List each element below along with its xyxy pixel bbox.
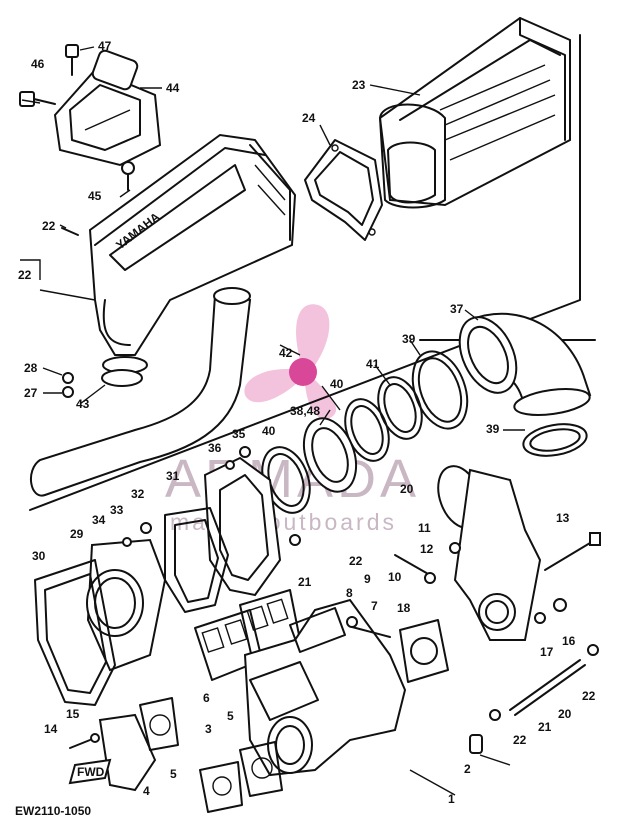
- callout-22-bottom: 22: [513, 733, 527, 747]
- callout-14: 14: [44, 722, 58, 736]
- callout-10: 10: [388, 570, 402, 584]
- callout-12: 12: [420, 542, 434, 556]
- part-42-hose: [29, 287, 252, 497]
- part-3-gasket: [199, 761, 243, 813]
- callout-21: 21: [538, 720, 552, 734]
- fwd-arrow-icon: [68, 758, 112, 785]
- part-27-28-fittings: [62, 372, 74, 398]
- part-38-joint: [302, 417, 358, 493]
- part-13-bolt: [544, 532, 601, 571]
- part-25-muffler-box: [378, 16, 571, 209]
- part-1-exhaust-manifold: [243, 598, 407, 777]
- callout-20: 20: [558, 707, 572, 721]
- callout-1: 1: [448, 792, 455, 806]
- part-5-gasket-b: [239, 741, 283, 797]
- callout-6: 6: [203, 691, 210, 705]
- callout-22-left: 21: [298, 575, 312, 589]
- callout-15: 15: [66, 707, 80, 721]
- callout-38-48: 38,48: [290, 404, 320, 418]
- part-23-exhaust-chamber: YAMAHA: [88, 133, 297, 387]
- callout-16: 16: [562, 634, 576, 648]
- callout-3: 3: [205, 722, 212, 736]
- callout-26: 24: [302, 111, 316, 125]
- callout-34: 34: [92, 513, 106, 527]
- callout-27: 27: [24, 386, 38, 400]
- part-20-21-anode-rod: [509, 659, 586, 716]
- part-31-housing: [203, 456, 282, 597]
- part-22-clips: [289, 534, 599, 721]
- callout-35: 35: [232, 427, 246, 441]
- callout-37: 37: [450, 302, 464, 316]
- part-44-mount-bracket: [53, 49, 162, 167]
- callout-44: 44: [166, 81, 180, 95]
- watermark-subtitle: marine outboards: [170, 509, 397, 535]
- callout-5-left: 5: [170, 767, 177, 781]
- part-41-ring: [377, 376, 423, 440]
- callout-13: 13: [556, 511, 570, 525]
- callout-32: 32: [131, 487, 145, 501]
- callout-22-mid: 22: [349, 554, 363, 568]
- part-46-bolt: [19, 91, 56, 107]
- part-37-elbow: [458, 312, 592, 417]
- callout-2: 2: [464, 762, 471, 776]
- diagram-code: EW2110-1050: [15, 804, 91, 818]
- part-30-gasket: [34, 559, 116, 706]
- callout-11: 11: [418, 521, 431, 535]
- part-10-11-12-fittings: [394, 542, 461, 584]
- callout-42: 42: [279, 346, 293, 360]
- callout-22-right: 22: [582, 689, 596, 703]
- part-24-pin: [61, 227, 79, 236]
- part-16-17-bolts: [534, 598, 567, 624]
- callout-23: 22: [18, 268, 32, 282]
- armada-logo-watermark: [244, 304, 337, 420]
- callout-40-upper: 40: [330, 377, 344, 391]
- callout-28: 28: [24, 361, 38, 375]
- part-39-clamp-lower: [522, 423, 588, 457]
- part-45-bolt: [121, 161, 135, 191]
- part-5-gasket-a: [139, 697, 179, 751]
- part-2-plug: [469, 734, 483, 754]
- callout-labels: 47 46 44 45 23 24 22 22 28 27 43 42 37 3…: [18, 39, 596, 806]
- callout-24: 22: [42, 219, 56, 233]
- part-33-34-bolts: [122, 522, 152, 547]
- fwd-label: FWD: [77, 765, 105, 779]
- callout-36: 36: [208, 441, 222, 455]
- callout-46: 46: [31, 57, 45, 71]
- callout-33: 33: [110, 503, 124, 517]
- callout-18: 18: [397, 601, 411, 615]
- callout-9: 9: [364, 572, 371, 586]
- callout-7: 7: [371, 599, 378, 613]
- callout-45: 45: [88, 189, 102, 203]
- part-19-lower-elbow: [437, 465, 542, 641]
- callout-43: 43: [76, 397, 90, 411]
- callout-17: 17: [540, 645, 554, 659]
- callout-5-center: 5: [227, 709, 234, 723]
- callout-8: 8: [346, 586, 353, 600]
- callout-4: 4: [143, 784, 150, 798]
- leader-lines: [20, 46, 525, 796]
- part-26-gasket: [304, 139, 383, 241]
- callout-47: 47: [98, 39, 112, 53]
- callout-41: 41: [366, 357, 380, 371]
- callout-39-lower: 39: [486, 422, 500, 436]
- part-4-cover: [98, 713, 157, 792]
- part-39-clamp-upper: [411, 350, 469, 430]
- part-29-adapter: [86, 538, 167, 672]
- part-14-15-bolt: [69, 733, 100, 749]
- callout-40-lower: 40: [262, 424, 276, 438]
- part-35-36-bolts: [225, 446, 251, 470]
- callout-31: 31: [166, 469, 180, 483]
- part-18-plate: [399, 619, 449, 683]
- callout-29: 29: [70, 527, 84, 541]
- callout-25: 23: [352, 78, 366, 92]
- callout-30: 30: [32, 549, 46, 563]
- part-8-bolt: [346, 616, 391, 638]
- part-47-bolt: [65, 44, 79, 76]
- callout-19: 20: [400, 482, 414, 496]
- callout-39-upper: 39: [402, 332, 416, 346]
